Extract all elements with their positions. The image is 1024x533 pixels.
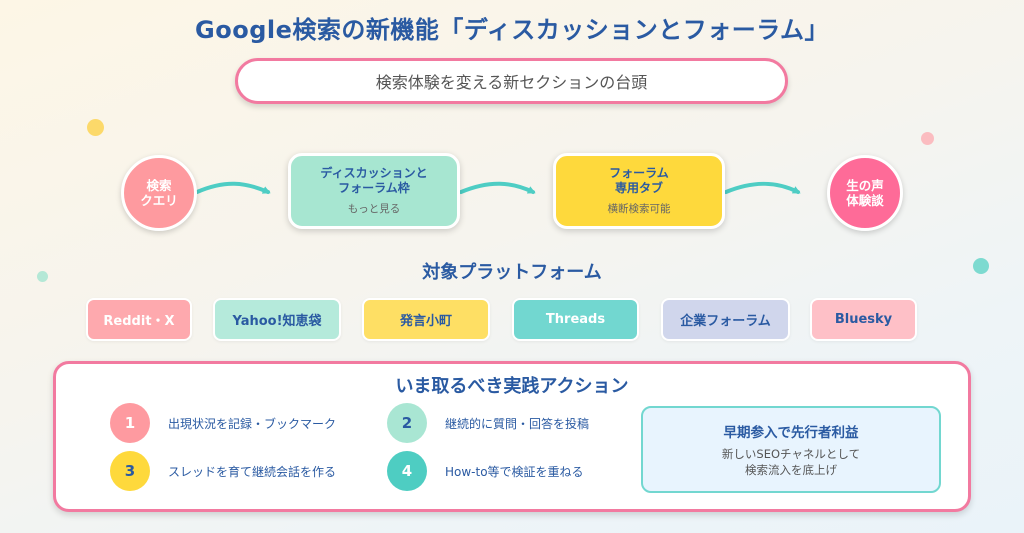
flow-node-line: 体験談	[846, 193, 884, 208]
decorative-dot	[973, 258, 989, 274]
benefit-line: 検索流入を底上げ	[744, 463, 837, 477]
actions-panel: いま取るべき実践アクション 1 出現状況を記録・ブックマーク 2 継続的に質問・…	[53, 361, 971, 512]
platform-chip: 発言小町	[362, 298, 490, 341]
platform-chip: Yahoo!知恵袋	[213, 298, 341, 341]
flow-node-line: フォーラム枠	[338, 181, 410, 195]
benefit-callout: 早期参入で先行者利益 新しいSEOチャネルとして 検索流入を底上げ	[641, 406, 941, 493]
action-text: How-to等で検証を重ねる	[445, 464, 584, 479]
flow-node-discussion-frame: ディスカッションと フォーラム枠 もっと見る	[288, 153, 460, 229]
flow-node-title: フォーラム 専用タブ	[609, 166, 669, 196]
action-text: スレッドを育て継続会話を作る	[168, 464, 337, 479]
benefit-line: 新しいSEOチャネルとして	[721, 447, 861, 461]
flow-node-line: フォーラム	[609, 166, 669, 180]
flow-node-subtext: 横断検索可能	[607, 203, 671, 215]
flow-arrow-1	[195, 181, 271, 194]
flow-node-line: クエリ	[140, 193, 178, 208]
flow-node-line: 検索	[146, 178, 172, 193]
action-item: 3 スレッドを育て継続会話を作る	[110, 451, 336, 491]
platform-chip: Reddit・X	[86, 298, 192, 341]
actions-heading: いま取るべき実践アクション	[395, 376, 629, 397]
benefit-body: 新しいSEOチャネルとして 検索流入を底上げ	[722, 446, 860, 478]
flow-node-line: 専用タブ	[614, 181, 663, 195]
flow-node-real-voices: 生の声 体験談	[827, 155, 903, 231]
subtitle-banner: 検索体験を変える新セクションの台頭	[235, 58, 788, 104]
page-title: Google検索の新機能「ディスカッションとフォーラム」	[195, 16, 829, 44]
platform-chip: 企業フォーラム	[661, 298, 790, 341]
flow-node-title: ディスカッションと フォーラム枠	[320, 166, 427, 196]
action-item: 4 How-to等で検証を重ねる	[387, 451, 584, 491]
step-number-badge: 4	[387, 451, 427, 491]
action-item: 2 継続的に質問・回答を投稿	[387, 403, 589, 443]
platforms-heading: 対象プラットフォーム	[422, 262, 602, 283]
decorative-dot	[37, 271, 48, 282]
flow-arrow-2	[459, 181, 536, 194]
flow-node-search-query: 検索 クエリ	[121, 155, 197, 231]
benefit-title: 早期参入で先行者利益	[723, 425, 859, 441]
platform-chip: Threads	[512, 298, 639, 341]
flow-node-subtext: もっと見る	[347, 203, 401, 215]
step-number-badge: 1	[110, 403, 150, 443]
action-item: 1 出現状況を記録・ブックマーク	[110, 403, 336, 443]
action-text: 継続的に質問・回答を投稿	[445, 416, 590, 431]
decorative-dot	[87, 119, 104, 136]
decorative-dot	[921, 132, 934, 145]
action-text: 出現状況を記録・ブックマーク	[168, 416, 337, 431]
flow-node-line: 生の声	[846, 178, 884, 193]
flow-node-forum-tab: フォーラム 専用タブ 横断検索可能	[553, 153, 725, 229]
flow-node-line: ディスカッションと	[320, 166, 428, 180]
step-number-badge: 3	[110, 451, 150, 491]
subtitle-text: 検索体験を変える新セクションの台頭	[375, 73, 648, 92]
step-number-badge: 2	[387, 403, 427, 443]
flow-arrow-3	[724, 181, 801, 194]
platform-chip: Bluesky	[810, 298, 917, 341]
